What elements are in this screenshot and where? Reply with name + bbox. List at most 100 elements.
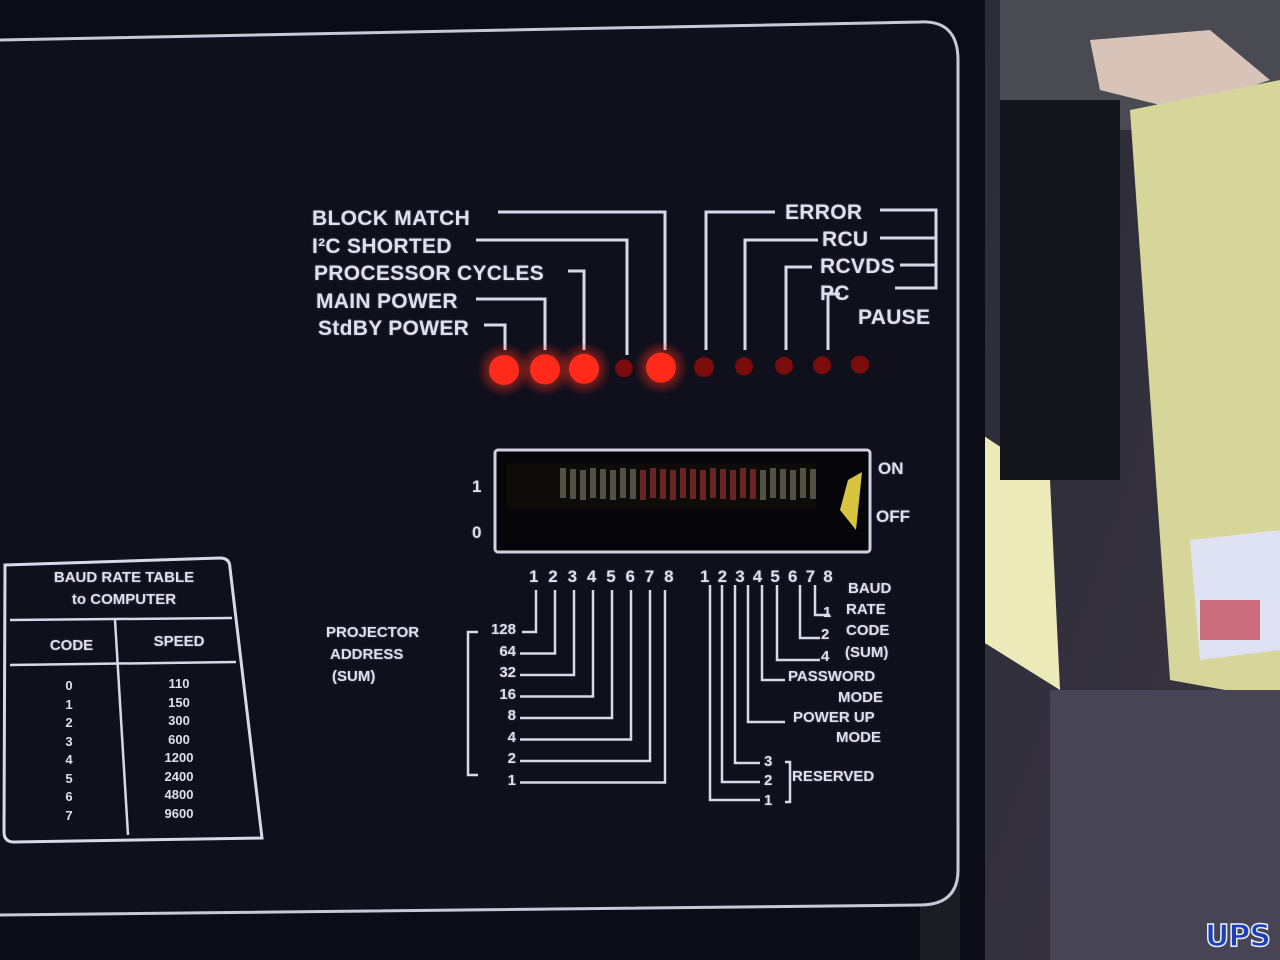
led-label-processor-cycles: PROCESSOR CYCLES — [314, 262, 545, 285]
reserved-value-1: 1 — [764, 792, 773, 809]
dip-actuator — [780, 469, 786, 499]
led-indicator — [646, 352, 676, 383]
dip-actuator — [560, 468, 566, 498]
dip-actuator — [670, 470, 676, 500]
baud-speed-cell: 9600 — [164, 805, 194, 821]
baud-table-divider-header — [9, 660, 237, 667]
baud-label-line4: (SUM) — [845, 644, 889, 661]
dip-actuator — [610, 470, 616, 500]
dip-actuator — [730, 470, 736, 500]
led-label-main-power: MAIN POWER — [316, 290, 458, 313]
projector-address-value: 32 — [499, 664, 516, 681]
baud-label-line2: RATE — [846, 601, 886, 618]
dip-actuator — [710, 468, 716, 498]
dip-switch-number: 8 — [664, 567, 674, 586]
projector-address-label-1: PROJECTOR — [326, 624, 420, 641]
address-line — [520, 590, 652, 763]
dip-actuator — [600, 469, 606, 499]
right-bank-lines — [708, 585, 830, 804]
baud-speed-cell: 300 — [168, 713, 190, 728]
led-lines-left — [476, 210, 667, 355]
dip-actuator — [760, 470, 766, 500]
baud-table-title-2: to COMPUTER — [71, 591, 177, 608]
baud-code-cell: 5 — [65, 770, 73, 786]
baud-code-cell: 3 — [65, 733, 73, 749]
dip-switch-number: 8 — [823, 567, 833, 586]
led-indicator — [530, 354, 560, 385]
baud-table-divider-top — [9, 616, 233, 622]
dip-switch-number: 4 — [586, 567, 597, 586]
power-up-mode-label-1: POWER UP — [793, 709, 875, 726]
led-indicator — [615, 359, 633, 378]
dip-switch-number: 3 — [567, 567, 578, 586]
baud-speed-cell: 150 — [168, 694, 190, 710]
baud-code-cell: 2 — [65, 715, 73, 730]
dip-label-0: 0 — [472, 523, 482, 542]
baud-label-line3: CODE — [846, 622, 890, 639]
dip-actuator — [740, 468, 746, 498]
baud-table-header-speed: SPEED — [153, 633, 205, 650]
dip-label-on: ON — [878, 459, 904, 478]
dip-switch-number: 5 — [770, 567, 780, 586]
baud-speed-cell: 600 — [168, 731, 190, 747]
baud-table-border — [2, 556, 264, 844]
led-lines-right — [704, 208, 938, 350]
reserved-value-2: 2 — [764, 772, 773, 789]
dip-label-1: 1 — [472, 477, 482, 496]
projector-address-value: 2 — [507, 750, 516, 767]
dip-switch-number: 3 — [735, 567, 745, 586]
dip-actuator — [660, 469, 666, 499]
led-label-standby-power: StdBY POWER — [318, 317, 470, 340]
address-line — [520, 590, 667, 784]
dip-actuator — [800, 468, 806, 498]
dip-switch-light — [840, 472, 862, 530]
projector-address-value: 1 — [507, 771, 516, 789]
dip-switch-number: 6 — [625, 567, 635, 586]
dip-switch-number: 1 — [700, 567, 710, 586]
dip-actuator — [580, 470, 586, 500]
shelf-papers — [1090, 30, 1270, 110]
baud-label-line1: BAUD — [848, 580, 892, 597]
led-label-pc: PC — [820, 282, 850, 305]
dip-switch-number: 7 — [805, 567, 816, 586]
dip-actuator — [620, 468, 626, 498]
red-sticker — [1200, 600, 1260, 640]
projector-address-label-2: ADDRESS — [330, 646, 404, 663]
baud-code-cell: 0 — [65, 678, 73, 693]
address-bracket — [466, 630, 478, 777]
projector-address-value: 128 — [490, 621, 516, 638]
baud-speed-cell: 1200 — [164, 750, 194, 765]
led-indicator — [813, 356, 831, 375]
address-lines — [466, 590, 667, 784]
projector-address-value: 4 — [507, 728, 516, 746]
dip-switch-number: 5 — [606, 567, 616, 586]
address-line — [522, 590, 538, 634]
dip-switch-number: 6 — [788, 567, 798, 586]
projector-address-value: 16 — [499, 685, 516, 703]
dark-cabinet — [1000, 100, 1120, 480]
baud-code-cell: 1 — [65, 696, 73, 712]
dip-actuator — [720, 469, 726, 499]
dip-switch-number: 2 — [548, 567, 558, 586]
password-mode-label-1: PASSWORD — [788, 668, 876, 685]
paper-item — [1190, 530, 1280, 660]
ups-logo: UPS — [1204, 918, 1271, 955]
dip-actuator — [690, 469, 696, 499]
dip-actuator — [590, 468, 596, 498]
projector-address-label-3: (SUM) — [332, 668, 376, 685]
baud-table-title-1: BAUD RATE TABLE — [53, 569, 195, 586]
projector-address-value: 64 — [499, 642, 516, 660]
dip-actuator — [570, 469, 576, 499]
panel-border — [0, 20, 960, 917]
led-indicator — [775, 356, 793, 375]
dip-actuator — [810, 469, 816, 499]
led-indicator — [735, 357, 753, 376]
led-indicator — [569, 353, 599, 384]
dip-switch-actuators — [560, 468, 816, 500]
baud-speed-cell: 4800 — [164, 787, 194, 802]
baud-code-cell: 4 — [65, 752, 73, 767]
led-indicator — [851, 355, 869, 374]
password-mode-label-2: MODE — [838, 689, 883, 706]
baud-table-header-code: CODE — [49, 637, 94, 654]
